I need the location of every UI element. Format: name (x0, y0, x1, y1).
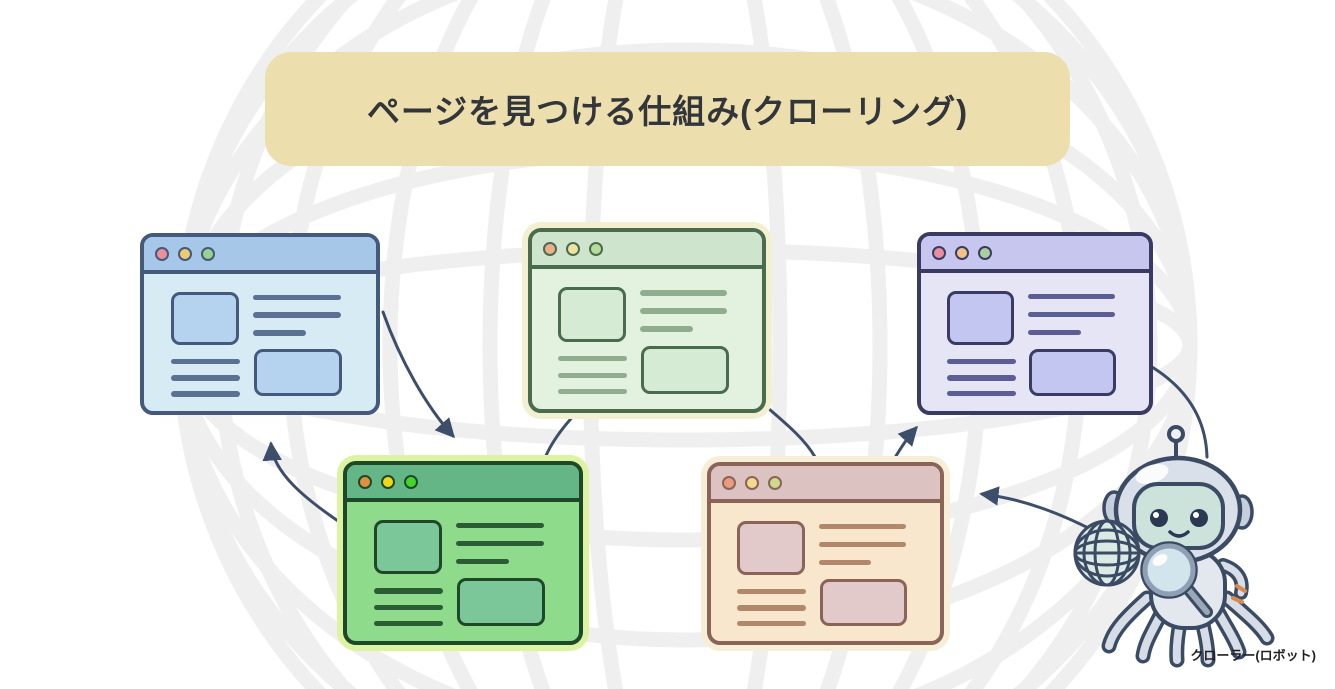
robot-face (1132, 482, 1225, 550)
window-content (921, 273, 1149, 411)
window-content (347, 502, 579, 641)
window-content (532, 269, 762, 409)
image-placeholder (947, 290, 1015, 345)
window-titlebar (347, 465, 579, 502)
browser-window-purple (917, 232, 1153, 415)
window-titlebar (711, 466, 940, 503)
text-line (253, 294, 342, 301)
window-content (711, 503, 940, 641)
yellow-dot-icon (955, 245, 969, 260)
content-box (819, 578, 907, 626)
window-titlebar (532, 232, 762, 269)
red-dot-icon (155, 246, 169, 261)
text-line (947, 358, 1016, 365)
browser-window-blue (140, 233, 380, 415)
window-titlebar (921, 236, 1149, 273)
text-line (558, 355, 628, 362)
crawler-robot (1073, 425, 1275, 668)
green-dot-icon (589, 241, 603, 256)
red-dot-icon (932, 245, 946, 260)
text-line (947, 390, 1016, 397)
link-page-top-left-to-page-bottom-left (381, 310, 455, 439)
content-box (1029, 348, 1116, 396)
red-dot-icon (722, 475, 736, 490)
yellow-dot-icon (178, 246, 192, 261)
green-dot-icon (978, 245, 992, 260)
text-line (170, 358, 241, 365)
text-line (1028, 311, 1115, 318)
content-box (254, 349, 343, 396)
magnifier-icon (1140, 541, 1213, 618)
text-line (640, 326, 693, 332)
smile (1168, 530, 1190, 538)
text-line (170, 375, 241, 381)
crawler-label: クローラー(ロボット) (1190, 648, 1316, 663)
text-line (1028, 329, 1081, 336)
text-line (640, 290, 728, 296)
image-placeholder (737, 520, 805, 575)
text-line (456, 522, 545, 529)
yellow-dot-icon (566, 241, 580, 256)
yellow-dot-icon (381, 474, 395, 489)
link-page-top-right-to-crawler (1150, 365, 1209, 459)
yellow-dot-icon (745, 475, 759, 490)
globe-icon (1073, 519, 1141, 587)
text-line (818, 541, 906, 548)
text-line (737, 605, 807, 611)
link-page-top-middle-to-page-bottom-middle (767, 407, 817, 459)
text-line (373, 604, 444, 611)
eye (1150, 509, 1168, 527)
content-box (641, 346, 729, 394)
text-line (373, 588, 444, 594)
text-line (640, 308, 728, 314)
text-line (737, 588, 807, 595)
red-dot-icon (358, 474, 372, 489)
image-placeholder (373, 520, 443, 575)
browser-window-peach (707, 462, 944, 645)
image-placeholder (170, 291, 240, 346)
red-dot-icon (543, 241, 557, 256)
orange-accents (1231, 584, 1247, 604)
antenna-icon (1167, 425, 1185, 460)
green-dot-icon (201, 246, 215, 261)
text-line (1028, 293, 1115, 300)
browser-window-green-highlighted (343, 461, 583, 645)
text-line (456, 540, 545, 547)
text-line (818, 523, 906, 530)
diagram-title: ページを見つける仕組み(クローリング) (366, 93, 969, 130)
window-titlebar (144, 237, 376, 274)
text-line (456, 558, 510, 565)
eye (1190, 509, 1208, 527)
browser-window-light-green (528, 228, 766, 413)
text-line (253, 312, 342, 318)
text-line (737, 620, 807, 627)
image-placeholder (558, 287, 627, 342)
green-dot-icon (768, 475, 782, 490)
text-line (253, 330, 307, 336)
title-banner: ページを見つける仕組み(クローリング) (265, 52, 1070, 166)
window-content (144, 274, 376, 411)
green-dot-icon (404, 474, 418, 489)
text-line (558, 372, 628, 379)
link-page-top-middle-to-page-bottom-left (543, 410, 579, 460)
text-line (170, 391, 241, 397)
content-box (457, 578, 546, 626)
text-line (947, 375, 1016, 381)
text-line (558, 388, 628, 395)
text-line (818, 559, 872, 566)
link-page-bottom-left-to-page-top-left (262, 441, 349, 529)
link-page-bottom-middle-to-page-top-right (891, 425, 918, 463)
text-line (373, 620, 444, 627)
